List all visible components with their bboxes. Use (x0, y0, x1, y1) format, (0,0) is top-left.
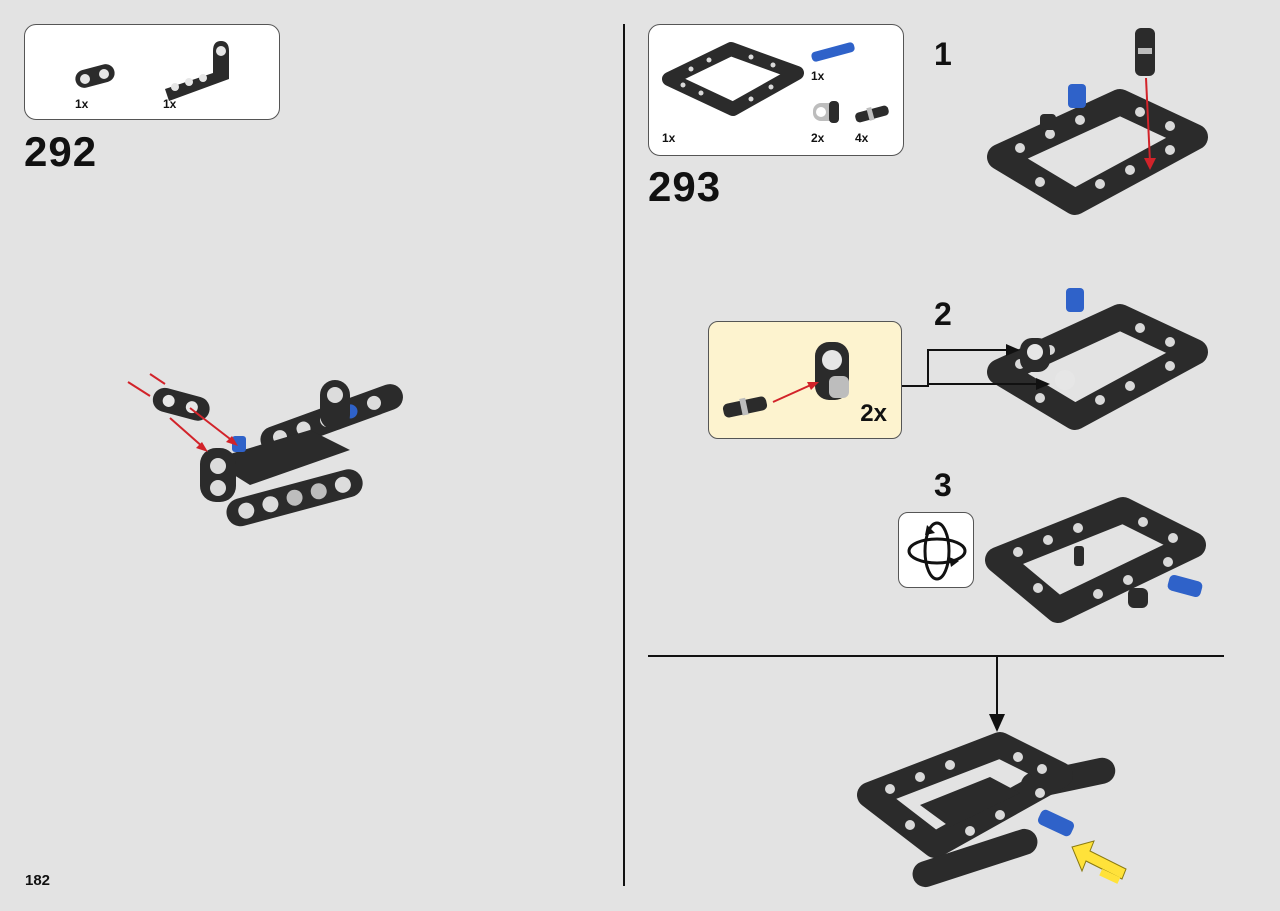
parts-list-292: 1x 1x (24, 24, 280, 120)
substep-number: 2 (934, 296, 952, 332)
down-arrow-icon (989, 656, 1005, 732)
substep-3-illustration (985, 497, 1206, 623)
result-assembly-illustration (857, 732, 1127, 888)
blue-pin-part-icon (811, 42, 855, 62)
connector-assembly-icon (722, 342, 849, 418)
step-number: 293 (648, 163, 722, 210)
bent-beam-part-icon (165, 41, 229, 101)
black-pin-part-icon (855, 105, 889, 123)
frame-part-icon (662, 42, 804, 116)
parts-list-293: 1x 1x 2x 4x (648, 24, 904, 156)
step-number: 292 (24, 128, 98, 175)
callout-qty: 2x (860, 400, 887, 427)
part-qty: 1x (662, 131, 676, 145)
substep-number: 1 (934, 36, 952, 72)
part-qty: 1x (75, 97, 89, 111)
part-qty: 1x (811, 69, 825, 83)
short-beam-part-icon (75, 64, 115, 88)
page-number: 182 (25, 872, 51, 889)
rotate-model-box (898, 512, 974, 588)
step-divider-horizontal (648, 655, 1224, 657)
substep-number: 3 (934, 467, 952, 503)
callout-box: 2x (708, 321, 902, 439)
part-qty: 1x (163, 97, 177, 111)
part-qty: 2x (811, 131, 825, 145)
connector-part-icon (813, 101, 839, 123)
substep-1-illustration (987, 28, 1208, 215)
part-qty: 4x (855, 131, 869, 145)
page-divider-vertical (623, 24, 625, 886)
step-292-assembly-illustration (127, 373, 403, 527)
rotate-icon (907, 521, 967, 581)
substep-2-illustration (902, 288, 1208, 430)
